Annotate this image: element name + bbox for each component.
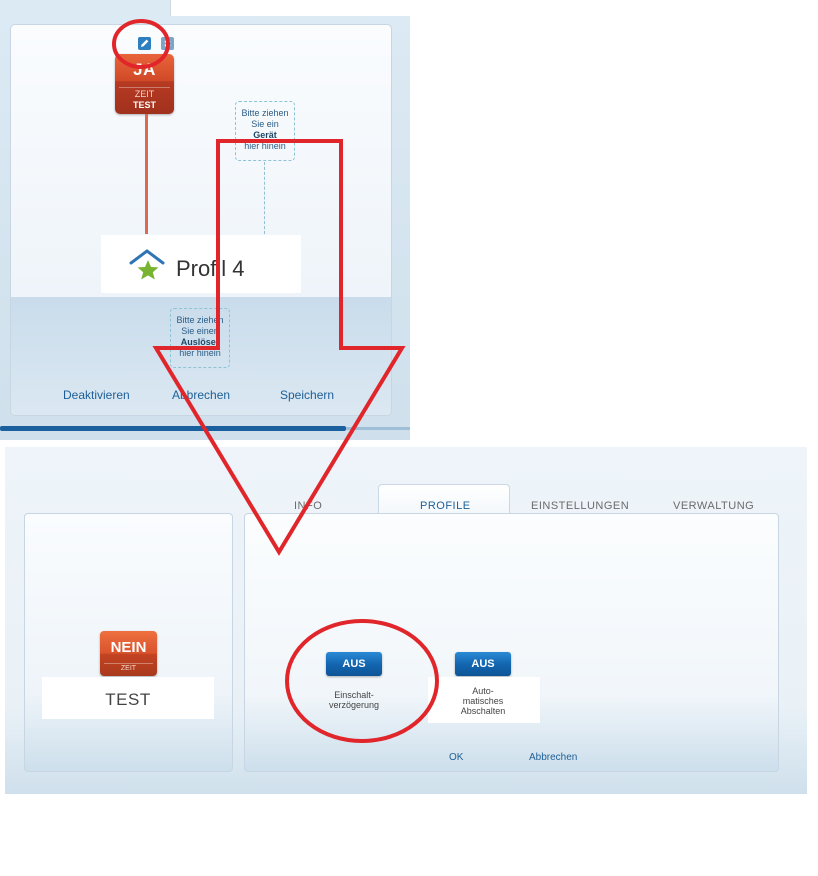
progress-bar-fill — [0, 426, 346, 431]
label-line: Abschalten — [460, 706, 506, 716]
tab-info[interactable]: INFO — [294, 500, 323, 512]
drop-text-2: Sie einen — [181, 326, 219, 336]
connector-line — [145, 114, 148, 234]
drop-text-3: hier hinein — [244, 141, 286, 151]
profile-name: Profil 4 — [176, 256, 245, 281]
progress-bar-track — [346, 427, 410, 430]
tile-name: TEST — [132, 100, 156, 110]
settings-card — [244, 513, 779, 772]
trigger-drop-zone[interactable]: Bitte ziehen Sie einen Auslöser hier hin… — [170, 308, 230, 368]
device-name: TEST — [105, 690, 151, 709]
tile-divider — [104, 663, 153, 664]
tab-admin[interactable]: VERWALTUNG — [673, 500, 755, 512]
tile-type: ZEIT — [120, 665, 137, 672]
top-header-strip — [170, 0, 411, 16]
label-line: Auto- — [472, 686, 494, 696]
drop-text-1: Bitte ziehen — [241, 108, 289, 118]
device-name-box — [42, 677, 214, 719]
dashed-connector — [264, 162, 265, 234]
tab-profile[interactable]: PROFILE — [420, 500, 471, 512]
drop-text-2: Sie ein — [251, 119, 279, 129]
drop-text-1: Bitte ziehen — [176, 315, 224, 325]
home-star-icon — [128, 248, 166, 282]
label-line: Einschalt- — [334, 690, 374, 700]
drop-text-bold: Gerät — [253, 130, 277, 140]
tile-state: NEIN — [110, 639, 147, 656]
ok-button[interactable]: OK — [449, 752, 464, 763]
deactivate-button[interactable]: Deaktivieren — [63, 388, 130, 402]
label-line: matisches — [462, 696, 504, 706]
auto-off-label: Auto- matisches Abschalten — [440, 686, 526, 716]
device-drop-zone[interactable]: Bitte ziehen Sie ein Gerät hier hinein — [235, 101, 295, 161]
label-line: verzögerung — [328, 700, 380, 710]
drop-text-3: hier hinein — [179, 348, 221, 358]
auto-off-label-box — [428, 677, 540, 723]
tab-settings[interactable]: EINSTELLUNGEN — [531, 500, 630, 512]
tile-divider — [119, 87, 170, 88]
save-button[interactable]: Speichern — [280, 388, 335, 402]
switch-delay-toggle[interactable]: AUS — [326, 652, 382, 676]
device-tile[interactable]: NEIN ZEIT — [100, 631, 157, 676]
drop-text-bold: Auslöser — [180, 337, 220, 347]
time-device-tile[interactable]: JA ZEIT TEST — [115, 54, 174, 114]
tile-type: ZEIT — [134, 89, 155, 99]
close-icon[interactable] — [161, 37, 174, 50]
cancel-button[interactable]: Abbrechen — [172, 388, 231, 402]
switch-delay-label: Einschalt- verzögerung — [310, 690, 398, 710]
pencil-icon[interactable] — [138, 37, 151, 50]
cancel-button[interactable]: Abbrechen — [529, 752, 578, 763]
tile-state: JA — [133, 60, 156, 79]
auto-off-toggle[interactable]: AUS — [455, 652, 511, 676]
